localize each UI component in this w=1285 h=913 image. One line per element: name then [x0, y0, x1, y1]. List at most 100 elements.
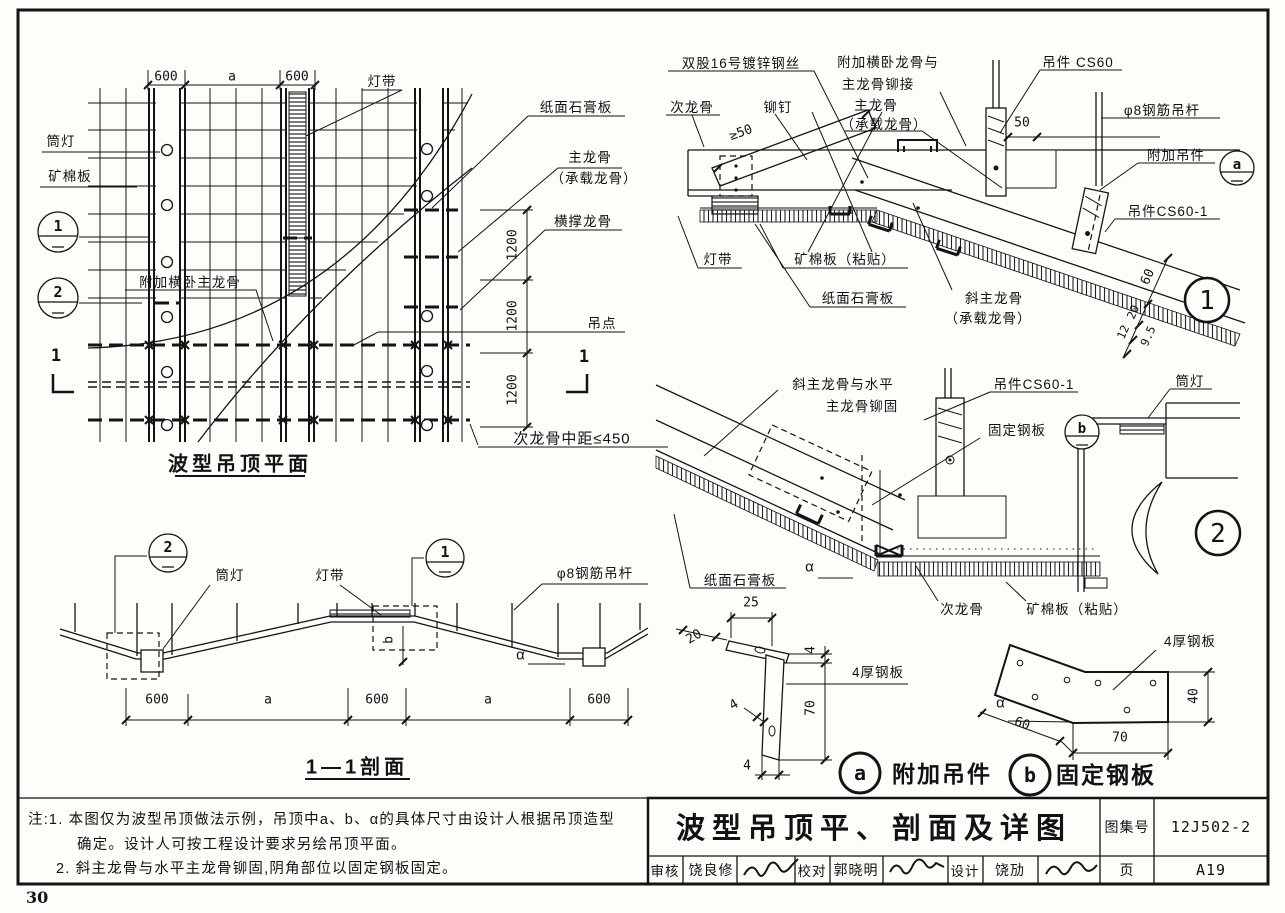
plan-label-light-band: 灯带	[367, 74, 397, 89]
titleblock-check-name: 郭晓明	[833, 862, 879, 878]
plan-label-main-runner-2: （承载龙骨）	[550, 171, 638, 186]
section-dim-3: 600	[365, 692, 389, 708]
page-frame	[16, 8, 1270, 886]
section-bubble-1-number: 1	[440, 543, 449, 561]
plan-dim-1200-2: 1200	[505, 300, 521, 332]
section-dim-5: 600	[587, 692, 611, 708]
detail-b-drawing: b	[977, 643, 1215, 797]
detail-2-number: 2	[1194, 509, 1242, 557]
d2-label-rivet-fix-2: 主龙骨铆固	[825, 399, 899, 414]
note-line-3: 2. 斜主龙骨与水平主龙骨铆固,阴角部位以固定钢板固定。	[56, 861, 458, 877]
detail-b-bubble-letter: b	[1024, 763, 1036, 787]
d1-label-cs60: 吊件 CS60	[1042, 55, 1114, 70]
plan-section-mark-right: 1	[578, 347, 590, 367]
plan-detail-bubble-1: 1	[37, 211, 148, 253]
d2-label-downlight: 筒灯	[1175, 374, 1205, 389]
da-dim-25: 25	[743, 595, 759, 611]
plan-bubble-2-number: 2	[53, 283, 62, 301]
detail-2-drawing: 2 b	[655, 368, 1242, 602]
d1-label-added-hanger: 附加吊件	[1147, 148, 1205, 163]
plan-label-mineral-wool: 矿棉板	[48, 169, 92, 184]
titleblock-title: 波型吊顶平、剖面及详图	[675, 813, 1073, 845]
d1-label-light-band: 灯带	[703, 252, 733, 267]
titleblock-page-no: A19	[1195, 861, 1227, 879]
signature-review	[743, 858, 799, 877]
titleblock-review-label: 审核	[650, 864, 680, 879]
section-title: 1—1剖面	[305, 756, 409, 779]
d2-alpha: α	[805, 558, 815, 576]
db-dim-70: 70	[1112, 730, 1128, 746]
d1-label-gypsum: 纸面石膏板	[821, 291, 895, 306]
plan-dim-1200-1: 1200	[505, 229, 521, 261]
detail-1-number-text: 1	[1199, 286, 1215, 316]
detail-a-bubble-letter: a	[854, 761, 866, 785]
plan-dim-600-left: 600	[154, 69, 178, 85]
db-label-plate: 4厚钢板	[1163, 634, 1217, 649]
title-block	[646, 796, 1270, 886]
db-caption: 固定钢板	[1056, 762, 1156, 788]
titleblock-review-name: 饶良修	[688, 862, 734, 878]
db-dim-40: 40	[1186, 688, 1202, 704]
titleblock-design-name: 饶劢	[995, 862, 1025, 878]
plan-bubble-1-number: 1	[53, 217, 62, 235]
detail-a-bubble: a	[838, 751, 882, 795]
plan-title: 波型吊顶平面	[168, 453, 312, 476]
plan-label-added-runner: 附加横卧主龙骨	[139, 275, 241, 290]
plan-label-hanging-point: 吊点	[587, 316, 617, 331]
da-dim-4a: 4	[803, 646, 819, 654]
titleblock-page-label: 页	[1119, 862, 1135, 878]
plan-label-downlight: 筒灯	[46, 134, 76, 149]
plan-section-mark-left: 1	[50, 346, 62, 366]
d1-label-rivet: 铆钉	[763, 100, 793, 115]
titleblock-design-label: 设计	[950, 864, 980, 879]
detail-a-drawing: a	[675, 612, 908, 795]
plan-dim-600-right: 600	[285, 69, 309, 85]
section-detail-bubble-2: 2	[148, 533, 188, 573]
titleblock-atlas-label: 图集号	[1104, 819, 1150, 835]
note-line-2: 确定。设计人可按工程设计要求另绘吊顶平面。	[77, 837, 407, 853]
d1-label-hanger-rod: φ8钢筋吊杆	[1123, 103, 1201, 118]
d1-label-sub-runner: 次龙骨	[670, 100, 714, 115]
section-dim-1: 600	[145, 692, 169, 708]
da-caption: 附加吊件	[892, 761, 992, 787]
d2-label-fixing-plate: 固定钢板	[988, 423, 1046, 438]
detail-1-number: 1	[1183, 276, 1231, 324]
d1-dim-50: 50	[1014, 115, 1030, 131]
d1-label-sloped-runner-2: （承载龙骨）	[944, 311, 1032, 326]
section-label-downlight: 筒灯	[215, 568, 245, 583]
detail-1-drawing: 1 a	[666, 60, 1255, 359]
detail-b-bubble: b	[1008, 753, 1052, 797]
section-dim-b: b	[381, 636, 397, 644]
d2-label-gypsum: 纸面石膏板	[703, 573, 777, 588]
signature-check	[889, 858, 945, 875]
section-label-light-band: 灯带	[315, 568, 345, 583]
d1-label-main-runner-1: 主龙骨	[854, 98, 898, 113]
d2-label-sub-runner: 次龙骨	[940, 602, 984, 617]
section-bubble-2-number: 2	[163, 538, 172, 556]
titleblock-atlas-no: 12J502-2	[1170, 818, 1252, 836]
d1-label-wire: 双股16号镀锌钢丝	[681, 56, 801, 71]
detail-2-bubble-b-letter: b	[1078, 421, 1086, 437]
da-label-plate: 4厚钢板	[851, 665, 905, 680]
plan-detail-bubble-2: 2	[37, 277, 142, 319]
plan-label-cross-brace: 横撑龙骨	[554, 214, 612, 229]
db-alpha: α	[996, 694, 1006, 712]
plan-dim-a: a	[228, 69, 236, 85]
d1-label-mineral-wool: 矿棉板（粘贴）	[794, 252, 896, 267]
section-dim-4: a	[484, 692, 492, 708]
d2-label-rivet-fix-1: 斜主龙骨与水平	[792, 377, 894, 392]
d1-label-sloped-runner-1: 斜主龙骨	[965, 291, 1023, 306]
section-drawing: 2 1	[59, 533, 649, 780]
signature-design	[1045, 861, 1098, 876]
d2-label-cs60-1: 吊件CS60-1	[993, 377, 1075, 392]
section-alpha: α	[516, 646, 526, 664]
folio-number: 30	[26, 888, 49, 907]
plan-drawing: 1 2	[37, 70, 668, 477]
d1-label-added-runner-2: 主龙骨铆接	[841, 77, 915, 92]
plan-label-sub-runner-spacing: 次龙骨中距≤450	[513, 430, 631, 448]
plan-label-main-runner-1: 主龙骨	[568, 150, 612, 165]
detail-2-number-text: 2	[1210, 519, 1226, 549]
note-line-1: 注:1. 本图仅为波型吊顶做法示例，吊顶中a、b、α的具体尺寸由设计人根据吊顶造…	[28, 812, 615, 828]
d1-label-main-runner-2: （承载龙骨）	[840, 117, 928, 132]
